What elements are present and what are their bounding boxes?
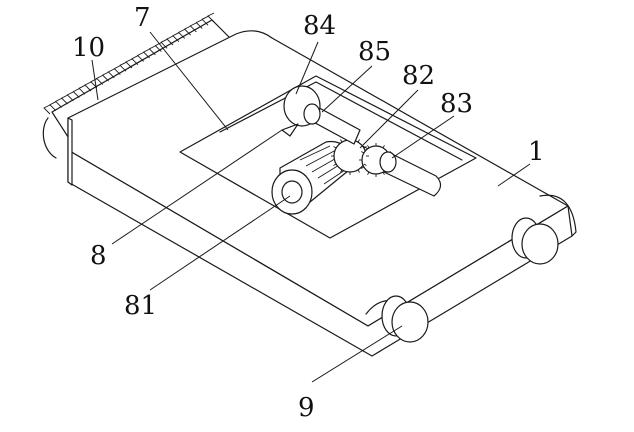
- gear-tooth: [101, 71, 109, 82]
- label-83: 83: [440, 89, 473, 119]
- gear-tooth: [142, 48, 150, 59]
- gear-tooth: [177, 28, 186, 39]
- pointer-arrow: [281, 123, 299, 137]
- gear-tooth: [60, 94, 68, 105]
- label-85: 85: [358, 37, 391, 67]
- drive-shaft: [379, 151, 442, 197]
- bevel-tooth: [333, 163, 337, 166]
- bevel-gears: [331, 137, 393, 177]
- label-1: 1: [528, 137, 545, 167]
- gear-tooth: [84, 81, 92, 92]
- bevel-tooth: [340, 139, 343, 143]
- bearing-block: [283, 85, 321, 127]
- gear-tooth: [136, 51, 145, 62]
- gear-tooth: [189, 22, 197, 33]
- gear-tooth: [195, 19, 203, 29]
- bevel-tooth: [357, 139, 360, 143]
- gear-tooth: [66, 91, 74, 102]
- gear-tooth: [125, 58, 133, 69]
- label-84: 84: [303, 11, 336, 41]
- bevel-tooth: [340, 169, 343, 173]
- bevel-tooth: [357, 169, 360, 173]
- bevel-tooth: [367, 145, 370, 149]
- bevel-tooth: [363, 163, 367, 166]
- gear-tooth: [172, 32, 180, 43]
- gear-tooth: [95, 74, 104, 85]
- leader-lines: [91, 31, 531, 383]
- gear-tooth: [148, 45, 156, 56]
- gear-tooth: [113, 65, 121, 75]
- label-82: 82: [402, 61, 435, 91]
- rear-roller: [511, 217, 559, 265]
- gear-tooth: [78, 84, 86, 95]
- bevel-tooth: [367, 171, 370, 175]
- bevel-tooth: [382, 145, 385, 149]
- gear-tooth: [183, 25, 191, 36]
- gear-tooth: [119, 61, 127, 72]
- gear-tooth: [72, 88, 80, 98]
- gear-tooth: [107, 68, 115, 79]
- bevel-tooth: [382, 171, 385, 175]
- bevel-tooth: [361, 151, 365, 154]
- gear-tooth: [131, 55, 139, 66]
- gear-tooth: [43, 104, 51, 115]
- front-roller: [381, 295, 429, 343]
- label-7: 7: [134, 3, 151, 33]
- gear-tooth: [207, 12, 215, 23]
- gear-tooth: [201, 15, 209, 26]
- label-8: 8: [90, 241, 107, 271]
- gear-tooth: [166, 35, 174, 46]
- bevel-tooth: [361, 166, 365, 169]
- bevel-tooth: [333, 146, 337, 149]
- gear-tooth: [160, 38, 168, 49]
- bevel-tooth: [363, 146, 367, 149]
- label-9: 9: [298, 393, 315, 423]
- gear-tooth: [54, 97, 63, 108]
- label-81: 81: [124, 291, 157, 321]
- label-10: 10: [72, 33, 105, 63]
- gear-tooth: [49, 101, 57, 112]
